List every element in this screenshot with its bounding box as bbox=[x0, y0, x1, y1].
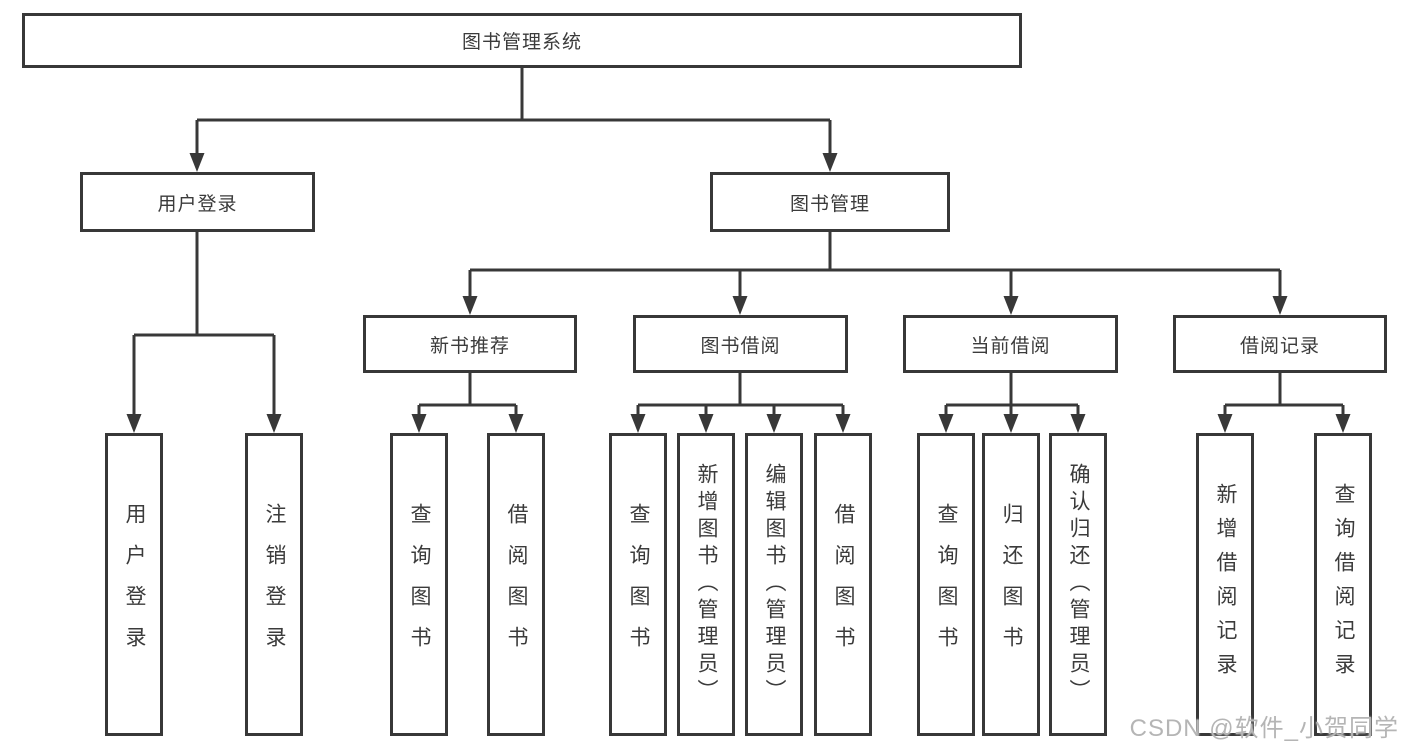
node-root-library-management-system: 图书管理系统 bbox=[22, 13, 1022, 68]
node-label: 新增借阅记录 bbox=[1214, 482, 1237, 687]
node-label: 当前借阅 bbox=[970, 335, 1051, 357]
node-leaf-return-books: 归还图书 bbox=[982, 433, 1040, 736]
node-user-login: 用户登录 bbox=[80, 172, 315, 232]
node-label: 归还图书 bbox=[1000, 502, 1023, 667]
node-label: 新增图书（管理员） bbox=[695, 463, 718, 706]
node-label: 新书推荐 bbox=[429, 335, 510, 357]
connector-user-login-to-leaves bbox=[126, 232, 282, 433]
connector-current-borrow-to-leaves bbox=[938, 373, 1086, 433]
connector-borrow-record-to-leaves bbox=[1217, 373, 1351, 433]
node-leaf-add-books-admin: 新增图书（管理员） bbox=[677, 433, 735, 736]
node-borrow-record: 借阅记录 bbox=[1173, 315, 1387, 373]
node-label: 借阅图书 bbox=[505, 502, 528, 667]
node-leaf-edit-books-admin: 编辑图书（管理员） bbox=[745, 433, 803, 736]
node-leaf-query-borrow-record: 查询借阅记录 bbox=[1314, 433, 1372, 736]
node-label: 借阅图书 bbox=[832, 502, 855, 667]
node-label: 查询图书 bbox=[627, 502, 650, 667]
node-label: 图书管理系统 bbox=[461, 32, 582, 53]
connector-book-borrow-to-leaves bbox=[630, 373, 851, 433]
node-label: 编辑图书（管理员） bbox=[763, 463, 786, 706]
node-leaf-logout: 注销登录 bbox=[245, 433, 303, 736]
node-leaf-borrow-books-1: 借阅图书 bbox=[487, 433, 545, 736]
node-leaf-borrow-books-2: 借阅图书 bbox=[814, 433, 872, 736]
node-label: 查询图书 bbox=[408, 502, 431, 667]
connector-book-management-to-level3 bbox=[462, 232, 1288, 315]
node-label: 用户登录 bbox=[123, 502, 146, 667]
node-label: 确认归还（管理员） bbox=[1067, 463, 1090, 706]
node-label: 图书管理 bbox=[789, 193, 870, 215]
node-book-borrow: 图书借阅 bbox=[633, 315, 848, 373]
node-current-borrow: 当前借阅 bbox=[903, 315, 1118, 373]
node-new-book-recommend: 新书推荐 bbox=[363, 315, 577, 373]
node-leaf-query-books-1: 查询图书 bbox=[390, 433, 448, 736]
node-label: 图书借阅 bbox=[700, 335, 781, 357]
node-leaf-query-books-2: 查询图书 bbox=[609, 433, 667, 736]
node-label: 借阅记录 bbox=[1239, 335, 1320, 357]
node-leaf-user-login: 用户登录 bbox=[105, 433, 163, 736]
csdn-watermark: CSDN @软件_小贺同学 bbox=[1129, 715, 1399, 742]
node-leaf-confirm-return-admin: 确认归还（管理员） bbox=[1049, 433, 1107, 736]
node-book-management: 图书管理 bbox=[710, 172, 950, 232]
connector-root-to-level2 bbox=[189, 68, 838, 172]
node-leaf-add-borrow-record: 新增借阅记录 bbox=[1196, 433, 1254, 736]
node-leaf-query-books-3: 查询图书 bbox=[917, 433, 975, 736]
node-label: 查询图书 bbox=[935, 502, 958, 667]
node-label: 注销登录 bbox=[263, 502, 286, 667]
connector-new-book-recommend-to-leaves bbox=[411, 373, 524, 433]
node-label: 查询借阅记录 bbox=[1332, 482, 1355, 687]
node-label: 用户登录 bbox=[157, 193, 238, 215]
